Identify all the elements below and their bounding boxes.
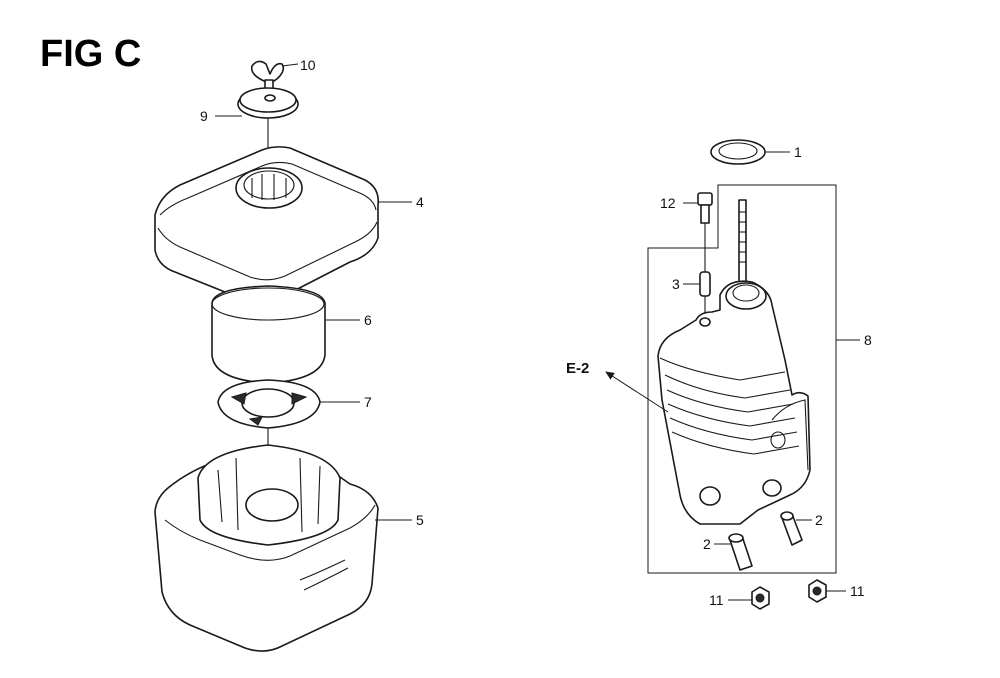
- leader-10: [281, 63, 299, 67]
- figure-title: FIG C: [40, 33, 141, 75]
- pin: [699, 271, 711, 297]
- assembly-bracket: [647, 184, 837, 574]
- label-stud-right: 2: [815, 512, 823, 528]
- o-ring: [710, 139, 766, 165]
- carburetor-assembly: E-2 1 12 3 8 2 2 11 11: [566, 139, 872, 610]
- cover-plate: [237, 87, 299, 119]
- air-filter-element: [211, 285, 326, 384]
- bolt: [697, 192, 713, 320]
- air-cleaner-cover: [154, 146, 380, 303]
- label-wing-nut: 10: [300, 57, 316, 73]
- carburetor-body: [657, 280, 811, 525]
- label-stud-left: 2: [703, 536, 711, 552]
- label-pin: 3: [672, 276, 680, 292]
- label-cover-plate: 9: [200, 108, 208, 124]
- label-assembly: 8: [864, 332, 872, 348]
- nut-left: [751, 586, 770, 610]
- stud-right: [780, 511, 803, 546]
- stud-left: [728, 533, 753, 571]
- label-grommet: 7: [364, 394, 372, 410]
- label-nut-left: 11: [709, 592, 724, 608]
- label-cover: 4: [416, 194, 424, 210]
- label-element: 6: [364, 312, 372, 328]
- grommet: [217, 379, 321, 429]
- air-cleaner-base: [154, 444, 379, 652]
- nut-right: [808, 579, 827, 603]
- label-base: 5: [416, 512, 424, 528]
- label-ring: 1: [794, 144, 802, 160]
- stud-rod: [738, 199, 747, 293]
- reference-label: E-2: [566, 360, 589, 377]
- label-nut-right: 11: [850, 583, 865, 599]
- reference-arrow: [605, 371, 669, 413]
- label-bolt: 12: [660, 195, 676, 211]
- air-cleaner-assembly: 10 9 4 6 7 5: [154, 57, 424, 652]
